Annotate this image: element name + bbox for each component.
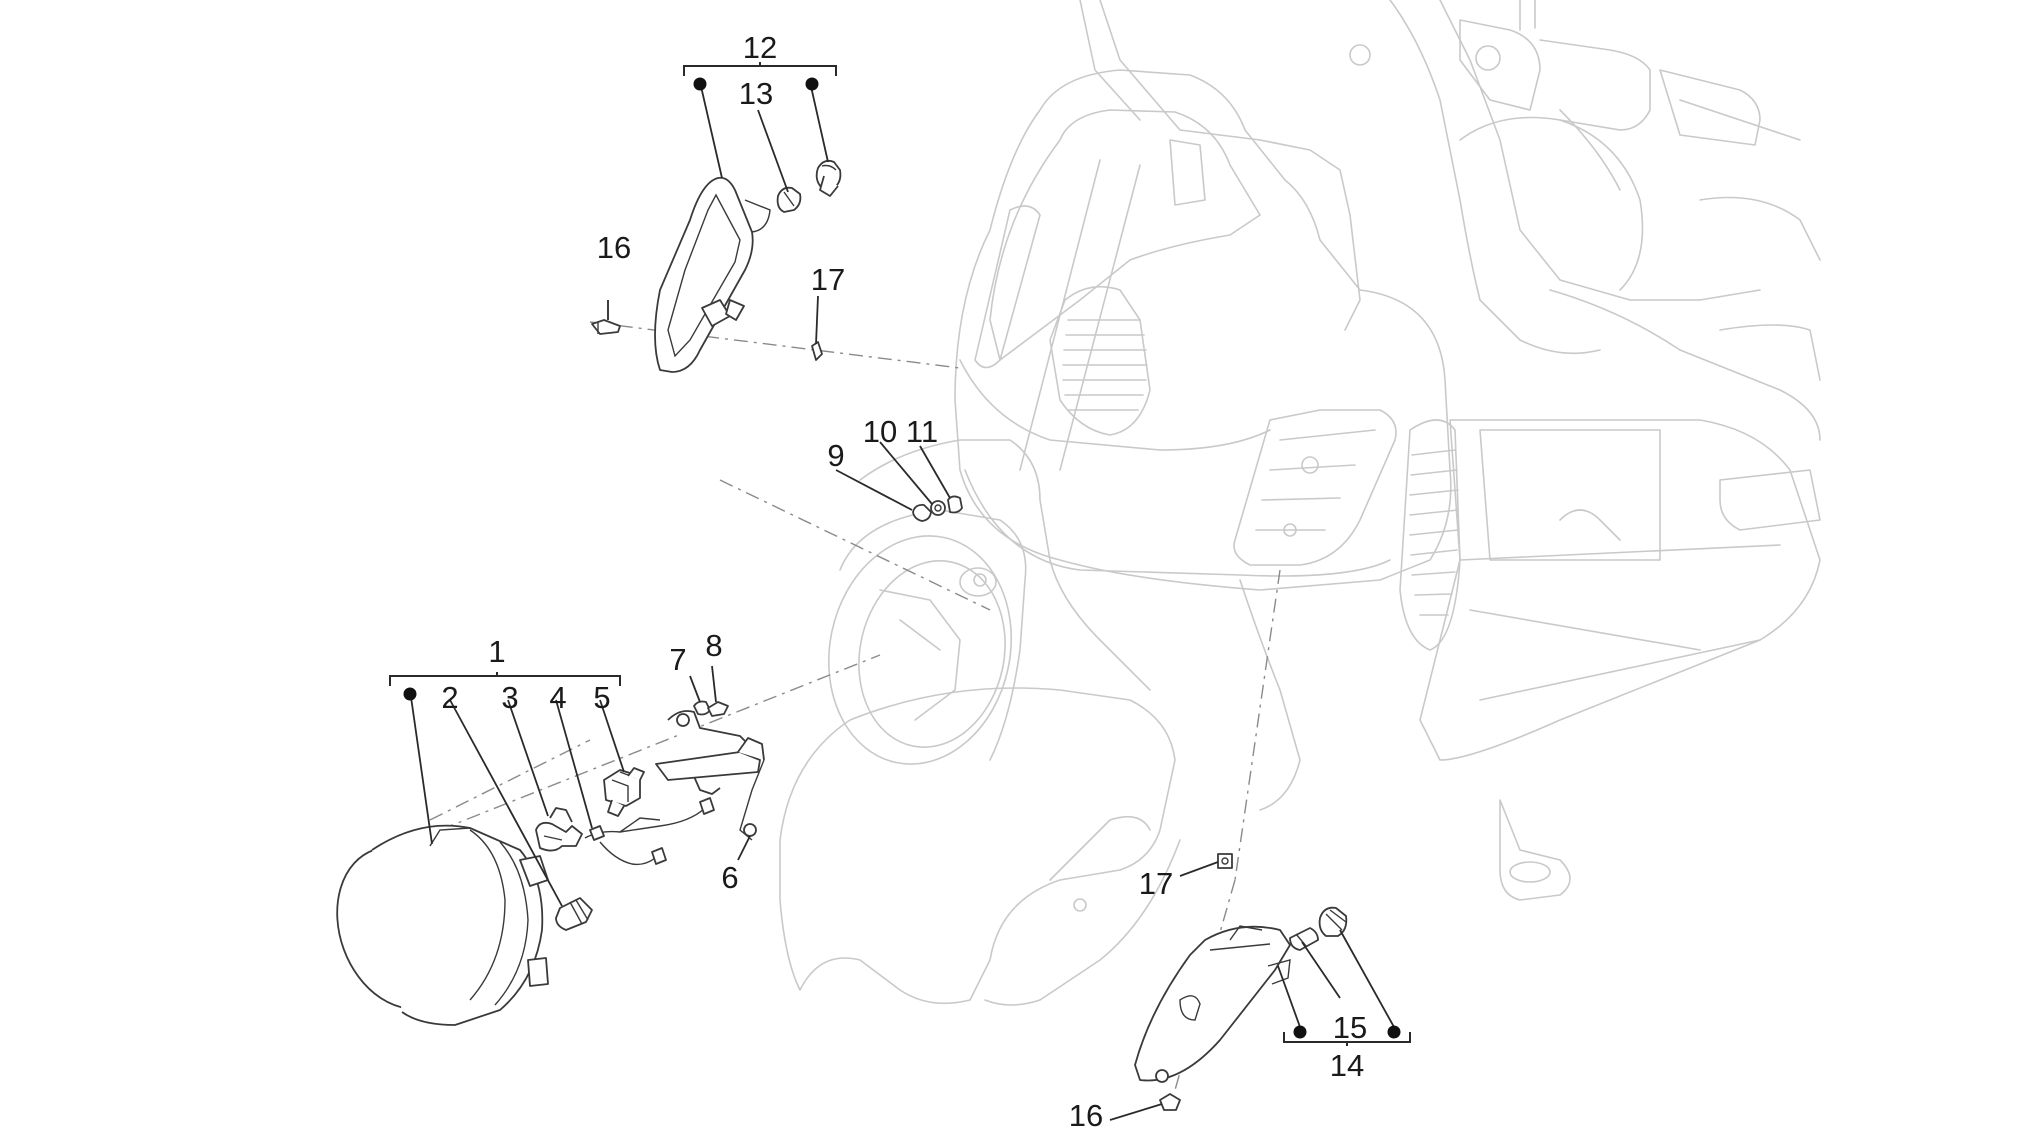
front-left-bulb-socket (815, 159, 842, 197)
callout-14: 14 (1330, 1048, 1364, 1083)
clip-17-top (811, 341, 823, 361)
callout-12: 12 (743, 30, 777, 65)
callout-9: 9 (827, 438, 844, 473)
callout-10: 10 (863, 414, 897, 449)
bracket-screw-8 (707, 701, 729, 717)
front-right-turn-signal-assembly (1134, 925, 1291, 1083)
callout-labels: 12 13 16 17 9 10 11 1 7 8 2 3 4 5 6 17 1… (441, 30, 1367, 1133)
callout-8: 8 (705, 628, 722, 663)
nut-washer-set (912, 495, 963, 522)
group-bracket-12 (683, 62, 837, 91)
assembly-dot-12-left (693, 77, 707, 91)
assembly-dot-14-left (1293, 1025, 1307, 1039)
scooter-body-outline (779, 0, 1821, 1006)
screw-16-bottom (1159, 1093, 1181, 1111)
callout-7: 7 (669, 642, 686, 677)
assembly-dot-1 (403, 687, 417, 701)
screw-16-top (591, 319, 621, 335)
callout-11: 11 (906, 414, 938, 449)
headlamp-main-bulb (535, 807, 583, 852)
callout-17-top: 17 (811, 262, 845, 297)
callout-13: 13 (739, 76, 773, 111)
callout-5: 5 (593, 680, 610, 715)
parking-light-bulb (555, 897, 593, 931)
callout-16-bottom: 16 (1069, 1098, 1103, 1133)
callout-1: 1 (488, 634, 505, 669)
assembly-dot-14-right (1387, 1025, 1401, 1039)
callout-15: 15 (1333, 1010, 1367, 1045)
callout-17-bottom: 17 (1139, 866, 1173, 901)
callout-3: 3 (501, 680, 518, 715)
leader-lines (409, 81, 1395, 1121)
callout-6: 6 (721, 860, 738, 895)
front-left-turn-signal-assembly (654, 176, 771, 373)
headlamp-mounting-bracket (655, 710, 765, 841)
headlamp-wiring-harness (584, 797, 715, 866)
group-bracket-1 (389, 672, 621, 701)
assembly-dot-12-right (805, 77, 819, 91)
headlamp-assembly (336, 824, 549, 1026)
clip-17-bottom (1217, 853, 1233, 869)
callout-4: 4 (549, 680, 566, 715)
callout-16-top: 16 (597, 230, 631, 265)
callout-2: 2 (441, 680, 458, 715)
headlamp-connector (603, 767, 645, 817)
front-right-bulb (1289, 927, 1319, 951)
front-right-bulb-socket (1318, 906, 1348, 937)
front-left-bulb (776, 186, 802, 213)
group-bracket-14 (1283, 1025, 1411, 1046)
